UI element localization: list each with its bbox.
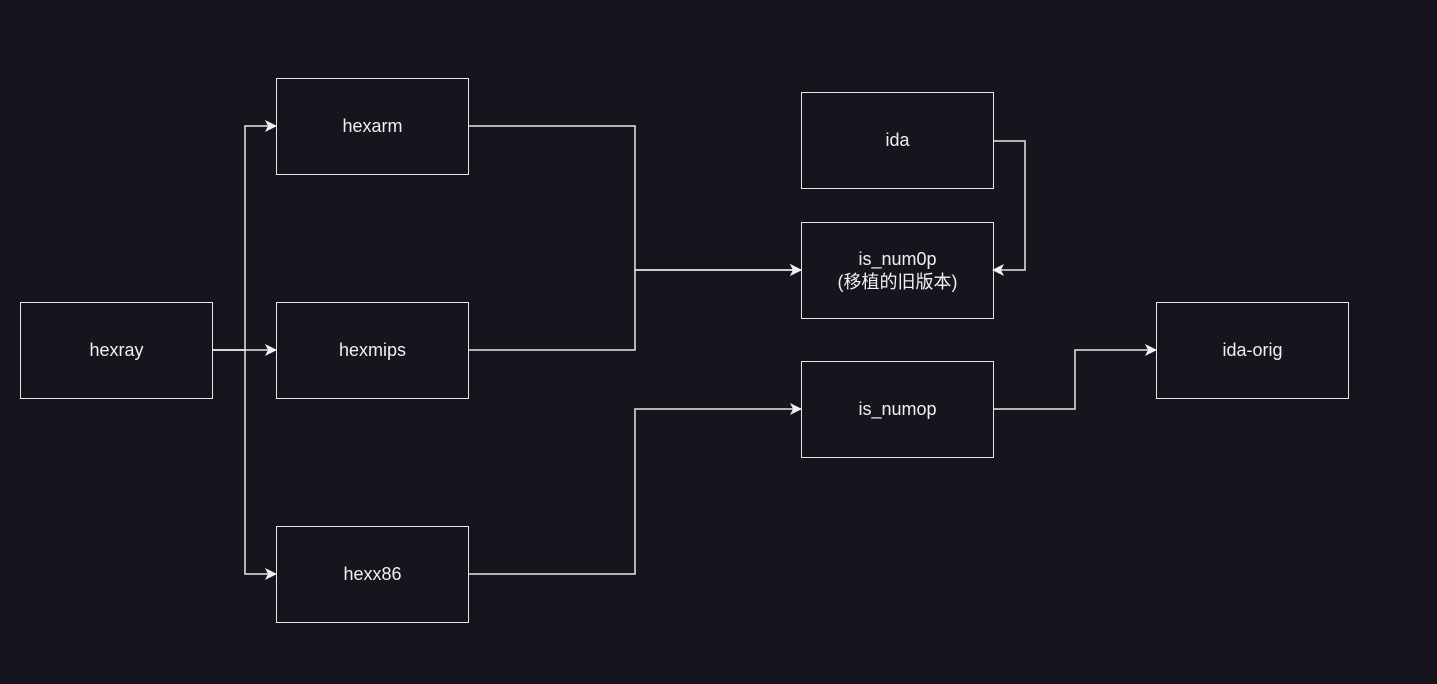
node-is-numop[interactable]: is_numop xyxy=(801,361,994,458)
node-is-num0p-label: is_num0p xyxy=(858,249,937,269)
edge-hexray-hexarm xyxy=(213,120,277,351)
node-hexarm-label: hexarm xyxy=(342,116,403,137)
edge-ida-is-num0p xyxy=(992,140,1026,276)
node-hexarm[interactable]: hexarm xyxy=(276,78,469,175)
node-is-num0p[interactable]: is_num0p (移植的旧版本) xyxy=(801,222,994,319)
node-is-numop-label: is_numop xyxy=(858,399,937,420)
node-ida-label: ida xyxy=(885,130,910,151)
node-hexmips-label: hexmips xyxy=(338,340,407,361)
node-ida-orig[interactable]: ida-orig xyxy=(1156,302,1349,399)
node-hexmips[interactable]: hexmips xyxy=(276,302,469,399)
node-hexray[interactable]: hexray xyxy=(20,302,213,399)
node-ida[interactable]: ida xyxy=(801,92,994,189)
node-ida-orig-label: ida-orig xyxy=(1222,340,1283,361)
edge-hexray-hexx86 xyxy=(213,349,277,580)
node-is-num0p-sublabel: (移植的旧版本) xyxy=(837,271,958,292)
edge-hexx86-is-numop xyxy=(469,403,802,575)
edge-is-numop-ida-orig xyxy=(993,344,1157,410)
node-hexx86[interactable]: hexx86 xyxy=(276,526,469,623)
node-hexx86-label: hexx86 xyxy=(343,564,402,585)
node-hexray-label: hexray xyxy=(89,340,144,361)
edge-hexmips-is-num0p xyxy=(469,264,802,351)
edge-hexarm-is-num0p xyxy=(469,125,802,276)
